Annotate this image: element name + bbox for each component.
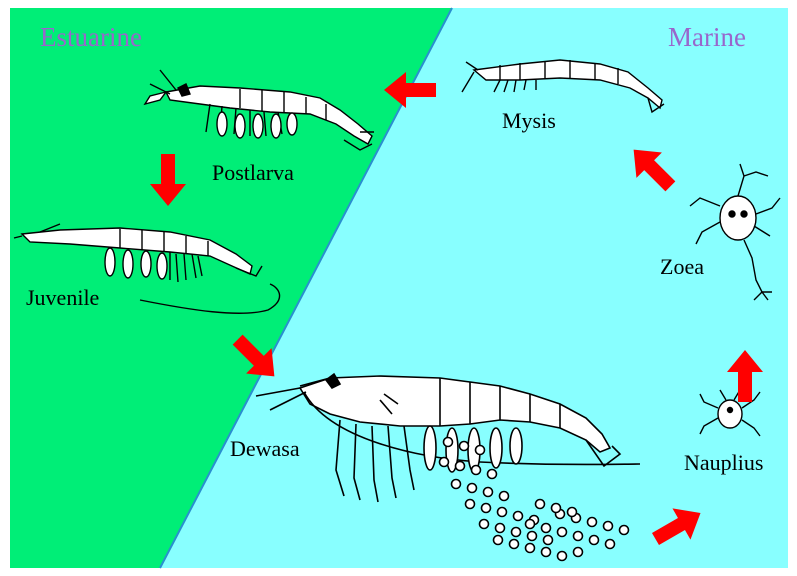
postlarva-label: Postlarva (212, 160, 294, 185)
egg (552, 504, 561, 513)
juvenile-label: Juvenile (26, 285, 99, 310)
egg (494, 536, 503, 545)
egg (536, 500, 545, 509)
egg (574, 548, 583, 557)
egg (558, 528, 567, 537)
egg (542, 524, 551, 533)
egg (544, 536, 553, 545)
egg (588, 518, 597, 527)
estuarine-label: Estuarine (40, 22, 142, 52)
marine-label: Marine (668, 22, 746, 52)
egg (574, 532, 583, 541)
egg (444, 438, 453, 447)
egg (496, 524, 505, 533)
egg (476, 446, 485, 455)
egg (526, 520, 535, 529)
egg (558, 552, 567, 561)
egg (542, 548, 551, 557)
egg (526, 544, 535, 553)
egg (590, 536, 599, 545)
egg (466, 500, 475, 509)
egg (456, 462, 465, 471)
egg (528, 532, 537, 541)
egg (620, 526, 629, 535)
adult-label: Dewasa (230, 436, 300, 461)
zoea-label: Zoea (660, 254, 704, 279)
nauplius-label: Nauplius (684, 450, 763, 475)
egg (468, 484, 477, 493)
egg (606, 540, 615, 549)
egg (500, 492, 509, 501)
egg (604, 522, 613, 531)
egg (484, 488, 493, 497)
egg (510, 540, 519, 549)
egg (488, 470, 497, 479)
egg (498, 508, 507, 517)
egg (472, 466, 481, 475)
egg (480, 520, 489, 529)
egg (514, 512, 523, 521)
egg (482, 504, 491, 513)
egg (568, 508, 577, 517)
egg (460, 442, 469, 451)
egg (452, 480, 461, 489)
mysis-label: Mysis (502, 108, 556, 133)
egg (440, 458, 449, 467)
egg (512, 528, 521, 537)
